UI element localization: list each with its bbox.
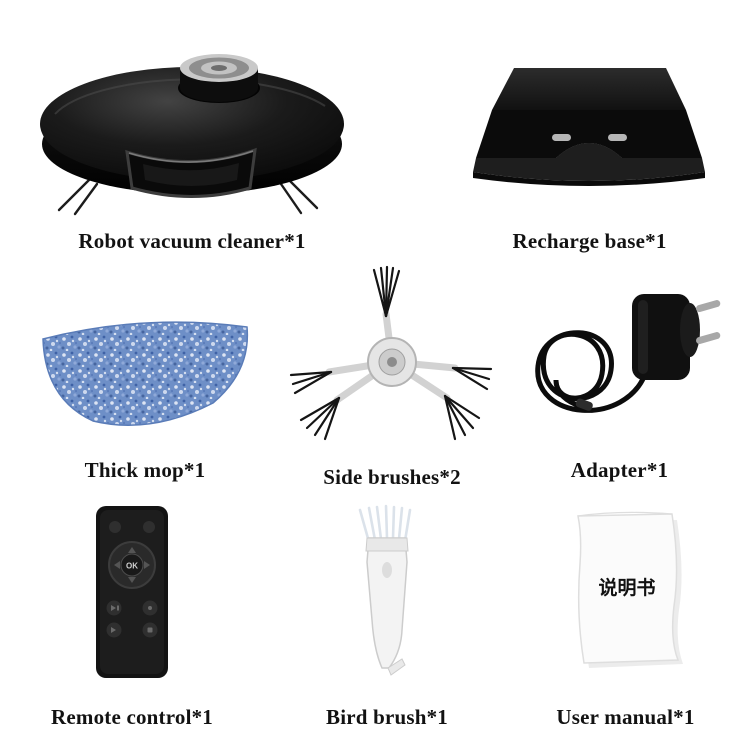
manual-page-topline (577, 511, 672, 517)
adapter-label: Adapter*1 (570, 458, 669, 482)
remote-face (100, 510, 164, 674)
adapter-body (631, 294, 700, 380)
side-brushes-label: Side brushes*2 (323, 465, 461, 489)
cable-connector-tip (575, 398, 593, 411)
dpad: OK (108, 541, 156, 589)
brush-hub (367, 337, 417, 387)
mop-pad-shape (42, 321, 249, 426)
robot-top-cover (40, 67, 344, 181)
dock-base-edge (473, 172, 705, 186)
recharge-base-illustration (473, 68, 705, 186)
side-brushes-section: Side brushes*2 (278, 262, 506, 490)
dock-base-plate (473, 143, 705, 181)
bird-brush-head-cap (365, 537, 409, 552)
bird-brush-foot-hook (387, 658, 406, 676)
manual-page (576, 513, 679, 664)
dock-front-face (476, 110, 702, 158)
robot-vacuum-section: Robot vacuum cleaner*1 (22, 22, 362, 254)
mode-button (143, 521, 155, 533)
lidar-turret (178, 54, 260, 103)
manual-title-text: 说明书 (598, 576, 655, 599)
adapter-cable (534, 330, 648, 413)
power-button (109, 521, 121, 533)
dock-top-face (492, 68, 686, 110)
function-button-marks (111, 605, 153, 633)
bird-brush-label: Bird brush*1 (325, 705, 449, 729)
bird-brush-illustration (358, 504, 412, 676)
brush-bristles-white (358, 504, 412, 544)
recharge-base-label: Recharge base*1 (512, 229, 667, 253)
bird-brush-body (366, 537, 408, 669)
recharge-base-section: Recharge base*1 (462, 28, 717, 254)
robot-vacuum-label: Robot vacuum cleaner*1 (78, 229, 306, 253)
user-manual-label: User manual*1 (556, 705, 695, 729)
plug-pins (695, 300, 720, 345)
remote-control-label: Remote control*1 (51, 705, 214, 729)
ok-button (120, 553, 144, 577)
thick-mop-label: Thick mop*1 (84, 458, 206, 482)
remote-control-illustration: OK (96, 506, 168, 678)
ok-button-text: OK (126, 562, 138, 571)
user-manual-illustration: 说明书 (576, 511, 683, 668)
adapter-section: Adapter*1 (512, 278, 727, 483)
bird-brush-hole (382, 562, 392, 578)
thick-mop-section: Thick mop*1 (25, 295, 265, 483)
side-brush-bristles (57, 178, 319, 216)
side-brushes-illustration (289, 265, 493, 441)
thick-mop-illustration (42, 321, 249, 426)
user-manual-section: 说明书 User manual*1 (538, 502, 713, 730)
brush-bristle-tufts (289, 265, 493, 441)
bird-brush-section: Bird brush*1 (303, 502, 471, 730)
robot-vacuum-illustration (40, 54, 344, 216)
front-display-window (125, 147, 257, 198)
remote-control-section: OK Remote control*1 (51, 502, 214, 730)
charging-contacts (552, 134, 627, 141)
adapter-illustration (534, 294, 720, 413)
